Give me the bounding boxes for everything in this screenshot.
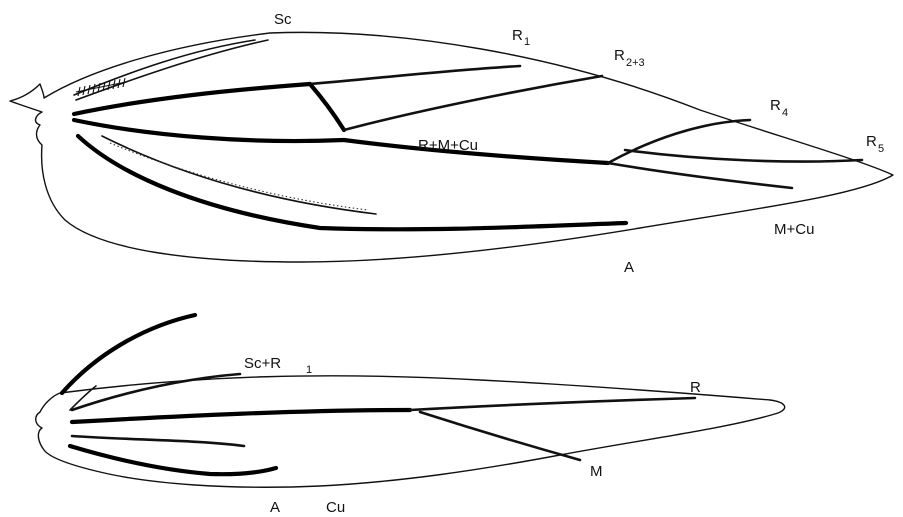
forewing-cross-vein <box>310 84 344 130</box>
forewing-label-r23: R <box>614 47 625 64</box>
hindwing-cu-vein <box>72 436 244 446</box>
forewing-r1-vein <box>310 66 520 84</box>
hindwing-label-a: A <box>270 499 280 516</box>
forewing-label-sc: Sc <box>274 11 292 28</box>
hindwing: Sc+R 1 R M A Cu <box>36 315 785 516</box>
forewing-label-a: A <box>624 259 634 276</box>
forewing-label-r1-sub: 1 <box>524 36 530 48</box>
hindwing-label-scr1: Sc+R <box>244 355 281 372</box>
forewing: Sc R 1 R 2+3 R 4 R 5 R+M+Cu M+Cu A <box>10 11 893 276</box>
forewing-label-r5: R <box>866 133 877 150</box>
forewing-r23-vein <box>344 76 602 130</box>
forewing-label-r4-sub: 4 <box>782 107 788 119</box>
forewing-anal-thin <box>102 136 376 214</box>
hindwing-outline <box>36 376 785 487</box>
forewing-label-r5-sub: 5 <box>878 143 884 155</box>
forewing-label-r23-sub: 2+3 <box>626 57 645 69</box>
forewing-label-rmcu: R+M+Cu <box>418 137 478 154</box>
forewing-rmcu-vein <box>74 120 344 141</box>
forewing-label-r1: R <box>512 27 523 44</box>
forewing-a-vein <box>78 136 626 229</box>
hindwing-label-scr1-sub: 1 <box>306 364 312 376</box>
forewing-label-mcu: M+Cu <box>774 221 814 238</box>
hindwing-label-r: R <box>690 379 701 396</box>
forewing-anal-dotted <box>110 143 368 210</box>
hindwing-label-m: M <box>590 463 603 480</box>
forewing-mcu-vein <box>608 163 792 188</box>
forewing-label-r4: R <box>770 97 781 114</box>
hindwing-label-cu: Cu <box>326 499 345 516</box>
hindwing-m-vein <box>420 412 580 460</box>
forewing-humeral-hatch <box>76 78 126 96</box>
hindwing-a-vein <box>70 446 276 474</box>
hindwing-r-vein-b <box>410 398 695 410</box>
hindwing-r-vein <box>72 410 410 422</box>
